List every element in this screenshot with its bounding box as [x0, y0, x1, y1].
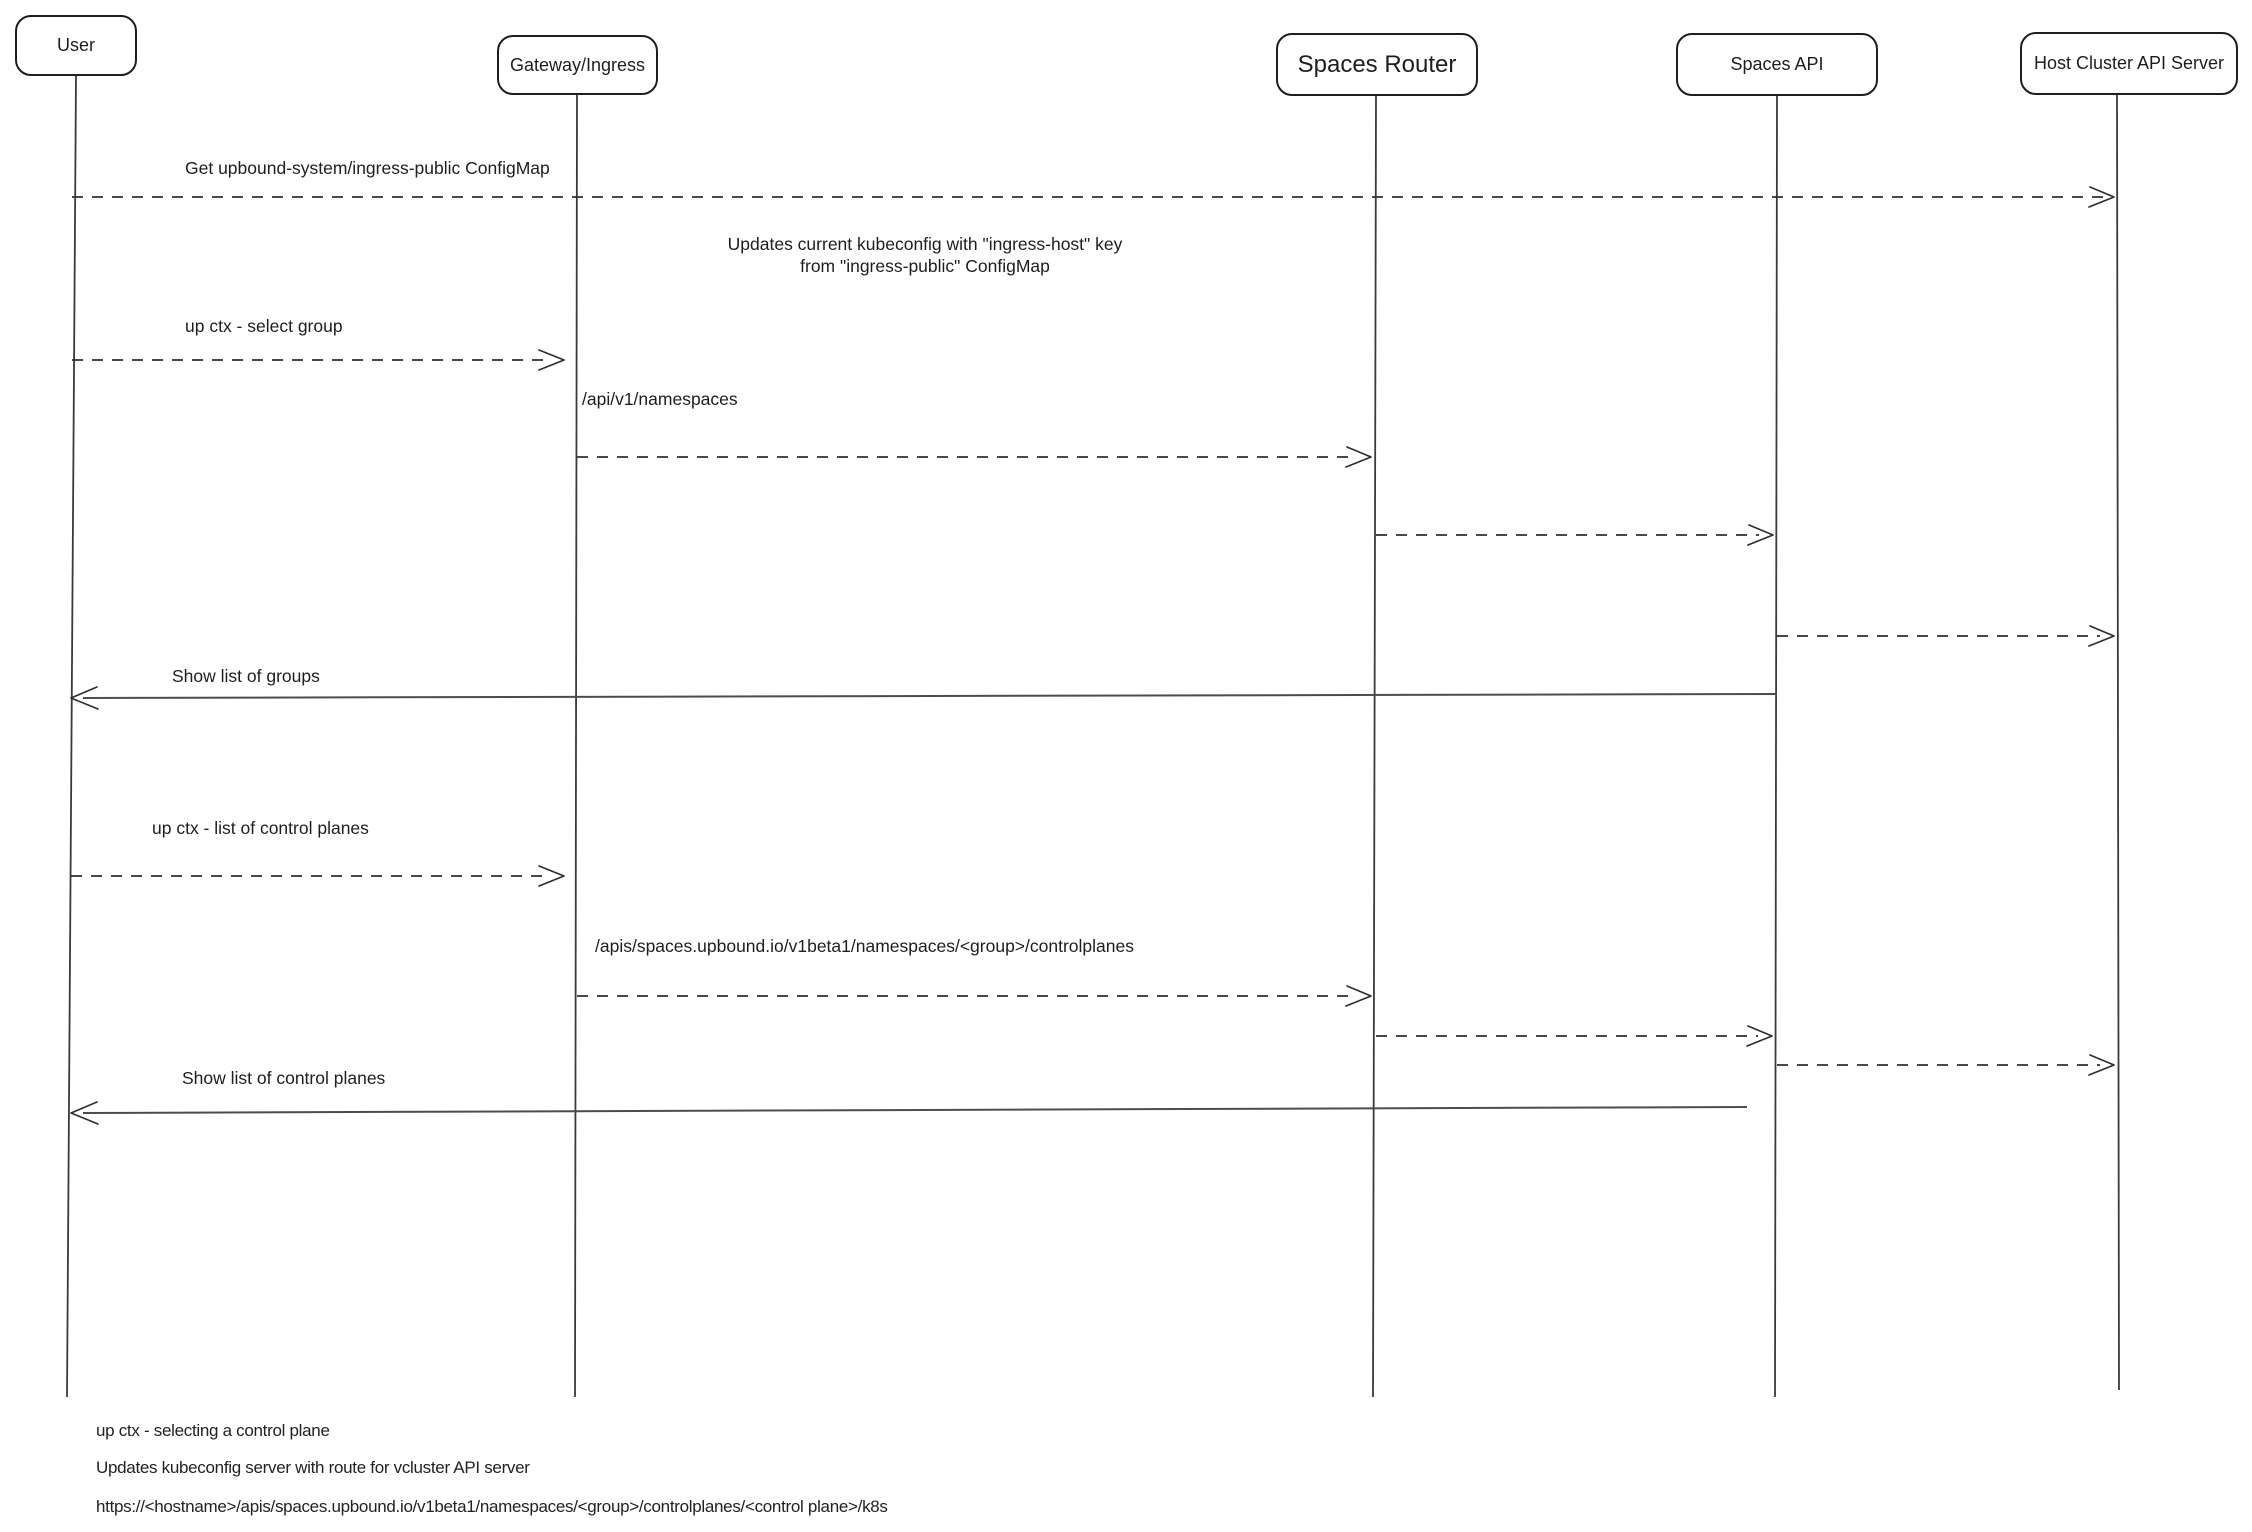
lifeline-user [66, 75, 77, 1398]
message-label-select-group: up ctx - select group [185, 316, 343, 336]
note-updates-kubeconfig: Updates current kubeconfig with "ingress… [705, 233, 1145, 277]
actor-gateway-ingress-label: Gateway/Ingress [509, 54, 646, 75]
message-arrow-apis-spaces-controlplanes [577, 985, 1372, 1007]
message-arrow-router-to-api-2 [1376, 1025, 1773, 1047]
message-arrow-api-v1-namespaces [577, 446, 1372, 468]
message-label-list-control-planes: up ctx - list of control planes [152, 818, 369, 838]
actor-user-label: User [56, 35, 95, 55]
message-arrow-router-to-api [1376, 524, 1774, 546]
note-line-1: Updates current kubeconfig with "ingress… [727, 234, 1123, 254]
actor-host-cluster-api-server: Host Cluster API Server [2020, 32, 2238, 95]
message-arrow-show-control-planes [70, 1101, 1748, 1125]
message-arrow-show-groups [70, 686, 1778, 710]
message-label-api-v1-namespaces: /api/v1/namespaces [582, 389, 738, 409]
message-arrow-list-control-planes [71, 865, 565, 887]
actor-spaces-router-label: Spaces Router [1297, 50, 1457, 78]
actor-spaces-api: Spaces API [1676, 33, 1878, 96]
message-label-apis-spaces-controlplanes: /apis/spaces.upbound.io/v1beta1/namespac… [595, 936, 1134, 956]
message-arrow-select-group [72, 349, 565, 371]
actor-spaces-api-label: Spaces API [1730, 54, 1824, 74]
actor-host-cluster-api-server-label: Host Cluster API Server [2033, 53, 2225, 73]
footer-selecting-control-plane: up ctx - selecting a control plane [96, 1421, 330, 1440]
lifeline-spaces-api [1774, 95, 1778, 1398]
footer-hostname-url: https://<hostname>/apis/spaces.upbound.i… [96, 1497, 888, 1516]
actor-user: User [15, 15, 137, 76]
actor-gateway-ingress: Gateway/Ingress [497, 35, 658, 95]
message-arrow-api-to-host [1777, 625, 2115, 647]
footer-updates-kubeconfig-server: Updates kubeconfig server with route for… [96, 1458, 530, 1477]
lifeline-gateway-ingress [574, 94, 578, 1398]
message-label-show-groups: Show list of groups [172, 666, 320, 686]
lifeline-host-cluster [2116, 94, 2120, 1391]
message-arrow-api-to-host-2 [1777, 1054, 2115, 1076]
actor-spaces-router: Spaces Router [1276, 33, 1478, 96]
message-label-get-configmap: Get upbound-system/ingress-public Config… [185, 158, 550, 178]
message-label-show-control-planes: Show list of control planes [182, 1068, 386, 1088]
lifeline-spaces-router [1372, 95, 1377, 1398]
message-arrow-get-configmap [72, 186, 2115, 208]
note-line-2: from "ingress-public" ConfigMap [800, 256, 1050, 276]
